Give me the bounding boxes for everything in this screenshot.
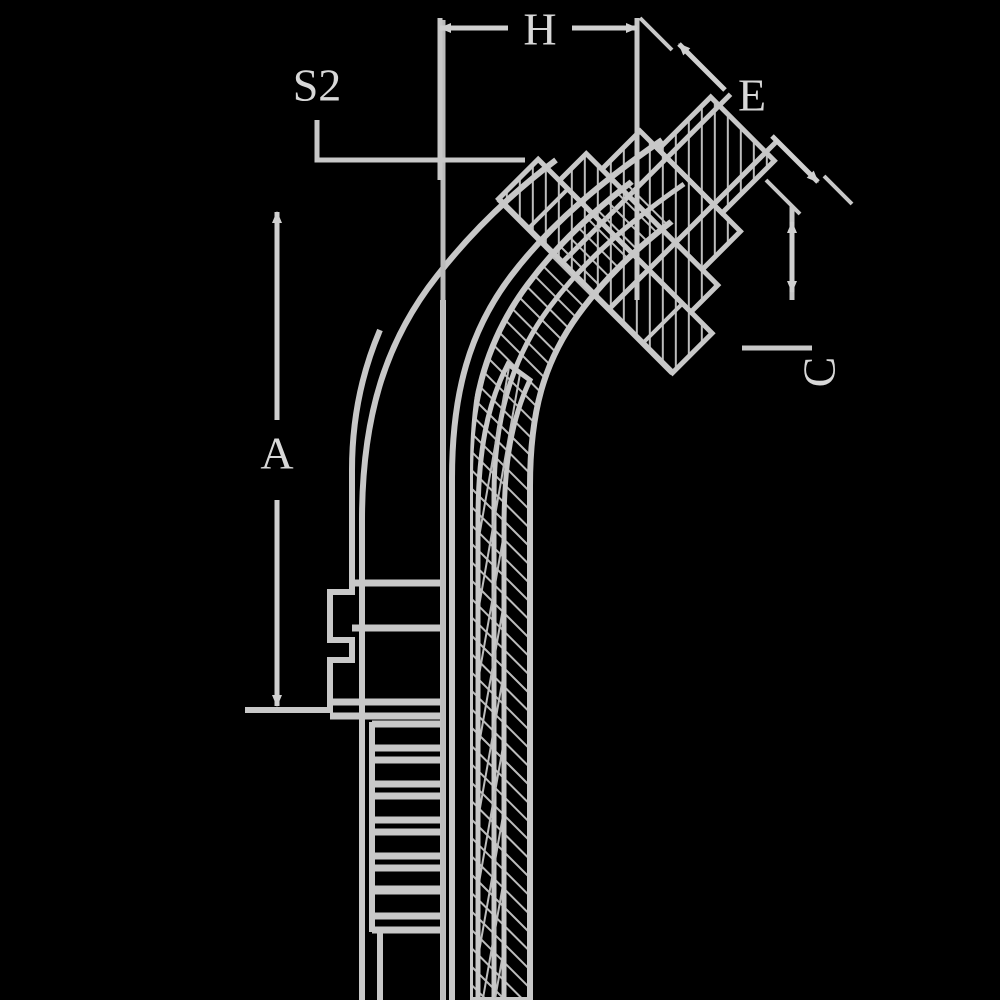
dimension-label-c: C xyxy=(794,357,845,388)
dimension-label-s2: S2 xyxy=(293,60,342,111)
dimension-c xyxy=(742,178,812,351)
stem-sectioned-wall xyxy=(475,360,534,1000)
dimension-label-a: A xyxy=(260,428,293,479)
barb-shoulder-rings xyxy=(330,579,443,720)
flange-neck xyxy=(654,93,778,217)
fitting-geometry xyxy=(245,16,854,1000)
flange-seal-face xyxy=(526,187,684,345)
dimension-a xyxy=(245,211,330,713)
dimension-label-e: E xyxy=(738,70,766,121)
dimension-h xyxy=(437,18,640,300)
dimension-labels: S2 H A E C xyxy=(260,4,844,479)
dimension-e xyxy=(638,16,854,206)
barb-serrations xyxy=(369,720,443,1000)
dimension-label-h: H xyxy=(523,4,556,55)
dimension-s2 xyxy=(314,120,525,163)
